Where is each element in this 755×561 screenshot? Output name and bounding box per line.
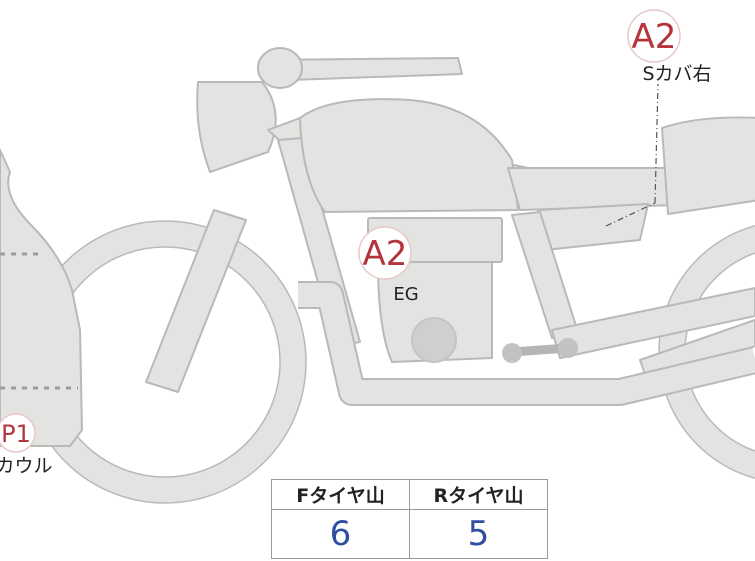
badge-label: Sカバ右 — [642, 63, 711, 85]
engine-cover — [411, 317, 457, 363]
badge-p1-cowl: P1 カウル — [0, 413, 53, 477]
footrest-pivot-left — [502, 343, 522, 363]
badge-a2-side-cover: A2 Sカバ右 — [627, 9, 712, 85]
badge-a2-engine: A2 EG — [358, 226, 419, 305]
badge-code: A2 — [363, 234, 408, 274]
seat — [507, 167, 677, 211]
tire-tread-table: Fタイヤ山 Rタイヤ山 6 5 — [271, 478, 548, 559]
leader-lines — [605, 83, 659, 227]
front-fork — [145, 209, 247, 393]
badge-code: A2 — [632, 17, 677, 57]
rear-tire-value: 5 — [409, 509, 548, 559]
front-cowl — [0, 149, 83, 447]
headlight — [196, 81, 277, 173]
footrest-pivot-right — [558, 338, 578, 358]
table-value-row: 6 5 — [271, 509, 548, 559]
fuel-tank — [299, 98, 519, 213]
motorcycle-silhouette — [0, 47, 755, 504]
cowl-dash-lines — [0, 252, 78, 390]
rear-fender — [661, 116, 755, 215]
front-tire-header: Fタイヤ山 — [271, 478, 410, 511]
table-header-row: Fタイヤ山 Rタイヤ山 — [271, 478, 548, 511]
badge-label: EG — [393, 284, 418, 305]
front-tire-value: 6 — [271, 509, 410, 559]
side-cover — [537, 203, 649, 251]
badge-label: カウル — [0, 455, 53, 477]
rear-tire-header: Rタイヤ山 — [409, 478, 548, 511]
badge-code: P1 — [1, 420, 31, 448]
